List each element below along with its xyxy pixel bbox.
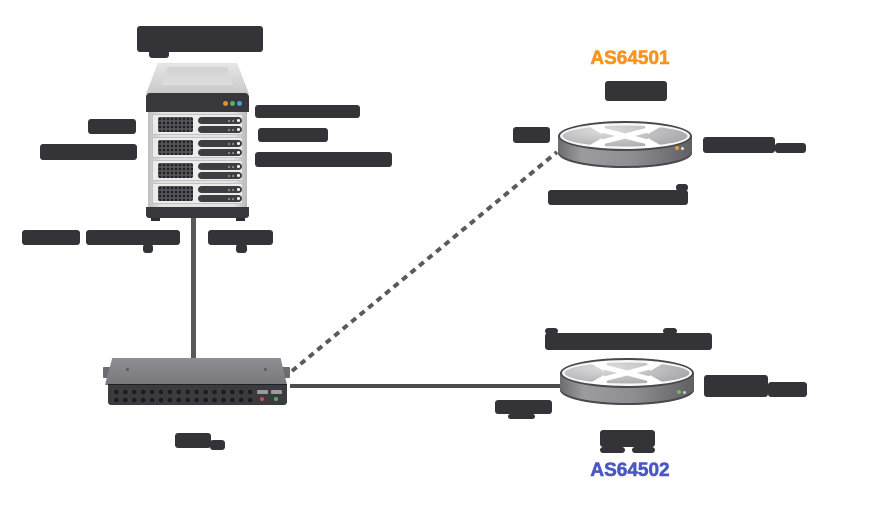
server-rack-unit: [152, 137, 243, 158]
server-rack-unit: [152, 160, 243, 181]
server-rack-unit: [152, 114, 243, 135]
redacted-link-left-label-a: [22, 230, 80, 245]
server-foot: [151, 218, 160, 221]
redacted-router2-port-label: [495, 400, 552, 414]
redacted-server-right-line3: [255, 152, 392, 167]
server-led-green: [230, 101, 235, 106]
router-arrows-icon: [588, 124, 662, 148]
switch-top-face: [105, 358, 287, 385]
redacted-router1-right-label-b: [775, 143, 806, 153]
link-server-to-switch: [191, 217, 196, 359]
server-led-blue: [237, 101, 242, 106]
router-led: [675, 146, 679, 150]
switch-label-chip: [271, 390, 282, 394]
redacted-router2-caption-nub2: [663, 328, 677, 334]
vent-grille-icon: [158, 186, 193, 201]
redacted-router2-name-nub2: [632, 447, 655, 453]
router-led: [677, 390, 681, 394]
drive-bay: [198, 126, 242, 133]
router-arrows-icon: [590, 361, 664, 385]
switch-label-chip: [257, 390, 268, 394]
switch-mount-ear: [281, 367, 290, 378]
router-led: [681, 147, 684, 150]
redacted-switch-label: [175, 433, 211, 448]
as-number-bottom: AS64502: [590, 460, 670, 481]
redacted-router1-caption: [548, 190, 688, 205]
redacted-server-right-line2: [258, 128, 328, 142]
server-led-orange: [223, 101, 228, 106]
switch-led-red: [260, 397, 264, 401]
drive-bay: [198, 149, 242, 156]
screw-icon: [126, 368, 129, 371]
switch-led-green: [274, 397, 278, 401]
redacted-router2-name: [600, 430, 655, 447]
redacted-router2-port-descender: [508, 414, 535, 419]
redacted-router2-right-label-b: [768, 382, 807, 397]
as-number-top: AS64501: [590, 48, 670, 69]
server-bezel: [146, 93, 249, 112]
link-switch-to-router2: [290, 384, 562, 388]
server-body: [148, 112, 247, 207]
redacted-title-descender: [149, 50, 169, 58]
redacted-link-right-label: [208, 230, 273, 245]
vent-grille-icon: [158, 163, 193, 178]
drive-bay: [198, 195, 242, 202]
vent-grille-icon: [158, 140, 193, 155]
redacted-router2-caption-nub1: [545, 328, 558, 334]
redacted-switch-label-b: [210, 440, 225, 450]
drive-bay: [198, 186, 242, 193]
switch-front-face: [108, 384, 287, 405]
redacted-router1-port-label: [513, 127, 550, 143]
screw-icon: [264, 368, 267, 371]
drive-bay: [198, 117, 242, 124]
drive-bay: [198, 140, 242, 147]
drive-bay: [198, 172, 242, 179]
drive-bay: [198, 163, 242, 170]
switch-mount-ear: [103, 367, 112, 378]
router-led: [683, 391, 686, 394]
server-base: [146, 207, 249, 218]
redacted-link-left-descender: [143, 244, 153, 253]
redacted-router1-right-label-a: [703, 137, 775, 153]
switch-ports: [112, 388, 255, 404]
vent-grille-icon: [158, 117, 193, 132]
redacted-router2-right-label-a: [704, 375, 768, 397]
redacted-server-right-line1: [255, 105, 360, 118]
redacted-router1-caption-nub: [676, 184, 688, 191]
redacted-router2-name-nub1: [600, 447, 625, 453]
redacted-router1-name: [605, 81, 667, 101]
redacted-router2-caption: [545, 333, 712, 350]
server-foot: [236, 218, 245, 221]
redacted-server-left-line2: [40, 144, 137, 160]
redacted-server-left-line1: [88, 119, 136, 134]
server-lid-panel: [162, 67, 233, 85]
server-rack-unit: [152, 183, 243, 204]
redacted-link-left-label-b: [86, 230, 180, 245]
redacted-title-main: [137, 26, 263, 52]
redacted-link-right-descender: [236, 244, 247, 253]
